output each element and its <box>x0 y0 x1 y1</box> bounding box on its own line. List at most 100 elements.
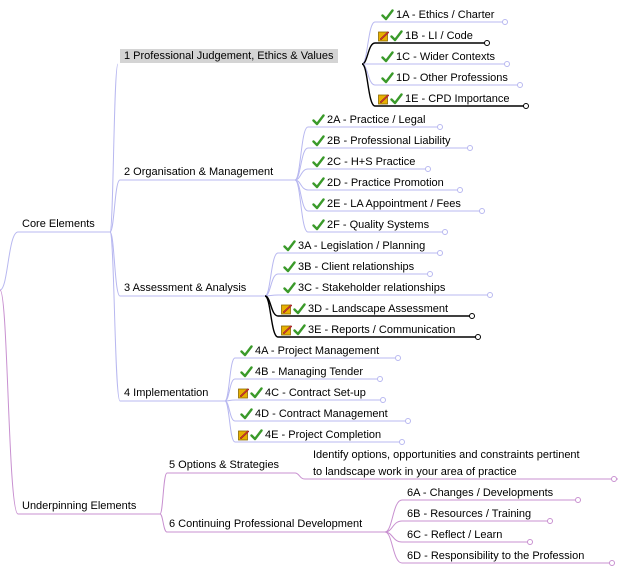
tick-icon <box>312 114 325 126</box>
collapse-knob[interactable] <box>475 334 481 340</box>
icon-group <box>378 29 403 43</box>
collapse-knob[interactable] <box>467 145 473 151</box>
subtopic-2e[interactable]: 2E - LA Appointment / Fees <box>312 197 461 211</box>
subtopic-4d[interactable]: 4D - Contract Management <box>240 407 388 421</box>
icon-group <box>281 323 306 337</box>
connector-topic6-child <box>384 520 403 533</box>
subtopic-label: 4D - Contract Management <box>255 408 388 420</box>
topic-4-implementation[interactable]: 4 Implementation <box>124 387 209 399</box>
subtopic-1a[interactable]: 1A - Ethics / Charter <box>381 8 494 22</box>
collapse-knob[interactable] <box>527 539 533 545</box>
connector-core-topic2 <box>109 179 121 233</box>
subtopic-3b[interactable]: 3B - Client relationships <box>283 260 414 274</box>
branch-underpinning-elements[interactable]: Underpinning Elements <box>22 500 137 512</box>
topic-5-options-strategies[interactable]: 5 Options & Strategies <box>169 459 280 471</box>
collapse-knob[interactable] <box>395 355 401 361</box>
subtopic-3c[interactable]: 3C - Stakeholder relationships <box>283 281 445 295</box>
collapse-knob[interactable] <box>405 418 411 424</box>
subtopic-2d[interactable]: 2D - Practice Promotion <box>312 176 444 190</box>
tick-icon <box>283 282 296 294</box>
collapse-knob[interactable] <box>504 61 510 67</box>
icon-group <box>240 365 253 379</box>
connector-topic4-child <box>224 378 236 402</box>
collapse-knob[interactable] <box>377 376 383 382</box>
pencil-icon <box>238 429 250 441</box>
connector-topic2-child <box>294 126 309 181</box>
subtopic-6b[interactable]: 6B - Resources / Training <box>407 508 532 520</box>
subtopic-label: 4E - Project Completion <box>265 429 382 441</box>
collapse-knob[interactable] <box>609 560 615 566</box>
subtopic-1b[interactable]: 1B - LI / Code <box>378 29 473 43</box>
icon-group <box>312 197 325 211</box>
collapse-knob[interactable] <box>523 103 529 109</box>
subtopic-2a[interactable]: 2A - Practice / Legal <box>312 113 425 127</box>
tick-icon <box>312 177 325 189</box>
icon-group <box>381 50 394 64</box>
subtopic-label: 4B - Managing Tender <box>255 366 364 378</box>
tick-icon <box>312 219 325 231</box>
subtopic-4e[interactable]: 4E - Project Completion <box>238 428 381 442</box>
collapse-knob[interactable] <box>399 439 405 445</box>
subtopic-6a[interactable]: 6A - Changes / Developments <box>407 487 554 499</box>
collapse-knob[interactable] <box>502 19 508 25</box>
icon-group <box>283 281 296 295</box>
collapse-knob[interactable] <box>427 271 433 277</box>
collapse-knob[interactable] <box>575 497 581 503</box>
subtopic-1e[interactable]: 1E - CPD Importance <box>378 92 510 106</box>
subtopic-3e[interactable]: 3E - Reports / Communication <box>281 323 455 337</box>
collapse-knob[interactable] <box>611 476 617 482</box>
subtopic-4c[interactable]: 4C - Contract Set-up <box>238 386 366 400</box>
topic-3-assessment-analysis[interactable]: 3 Assessment & Analysis <box>124 282 247 294</box>
note-line-2: to landscape work in your area of practi… <box>313 466 517 478</box>
subtopic-6d[interactable]: 6D - Responsibility to the Profession <box>407 550 585 562</box>
topic-6-cpd[interactable]: 6 Continuing Professional Development <box>169 518 363 530</box>
subtopic-6c[interactable]: 6C - Reflect / Learn <box>407 529 503 541</box>
subtopic-4b[interactable]: 4B - Managing Tender <box>240 365 363 379</box>
subtopic-label: 1A - Ethics / Charter <box>396 9 495 21</box>
topic-2-organisation-management[interactable]: 2 Organisation & Management <box>124 166 274 178</box>
subtopic-2b[interactable]: 2B - Professional Liability <box>312 134 451 148</box>
connector-topic3-child <box>264 295 279 338</box>
subtopic-3d[interactable]: 3D - Landscape Assessment <box>281 302 448 316</box>
collapse-knob[interactable] <box>547 518 553 524</box>
connector-topic3-child <box>264 252 279 297</box>
collapse-knob[interactable] <box>457 187 463 193</box>
collapse-knob[interactable] <box>479 208 485 214</box>
topic-1-professional-judgement[interactable]: 1 Professional Judgement, Ethics & Value… <box>120 49 338 63</box>
tick-icon <box>240 366 253 378</box>
icon-group <box>312 218 325 232</box>
collapse-knob[interactable] <box>380 397 386 403</box>
pencil-icon <box>281 303 293 315</box>
collapse-knob[interactable] <box>469 313 475 319</box>
connector-under-topic6 <box>159 513 168 533</box>
icon-group <box>238 386 263 400</box>
collapse-knob[interactable] <box>437 250 443 256</box>
collapse-knob[interactable] <box>437 124 443 130</box>
subtopic-3a[interactable]: 3A - Legislation / Planning <box>283 239 425 253</box>
subtopic-label: 1D - Other Professions <box>396 72 508 84</box>
branch-core-elements[interactable]: Core Elements <box>22 218 95 230</box>
collapse-knob[interactable] <box>484 40 490 46</box>
connector-under-topic5 <box>159 472 168 515</box>
subtopic-2f[interactable]: 2F - Quality Systems <box>312 218 429 232</box>
connector-root-core <box>0 231 19 291</box>
subtopic-4a[interactable]: 4A - Project Management <box>240 344 379 358</box>
connector-topic1-child <box>361 42 376 65</box>
subtopic-label: 2B - Professional Liability <box>327 135 451 147</box>
subtopic-1d[interactable]: 1D - Other Professions <box>381 71 508 85</box>
pencil-icon <box>378 30 390 42</box>
collapse-knob[interactable] <box>487 292 493 298</box>
icon-group <box>381 8 394 22</box>
subtopic-2c[interactable]: 2C - H+S Practice <box>312 155 415 169</box>
icon-group <box>240 344 253 358</box>
collapse-knob[interactable] <box>442 229 448 235</box>
collapse-knob[interactable] <box>425 166 431 172</box>
subtopic-1c[interactable]: 1C - Wider Contexts <box>381 50 495 64</box>
collapse-knob[interactable] <box>517 82 523 88</box>
icon-group <box>381 71 394 85</box>
icon-group <box>312 176 325 190</box>
tick-icon <box>293 303 306 315</box>
subtopic-label: 1E - CPD Importance <box>405 93 510 105</box>
